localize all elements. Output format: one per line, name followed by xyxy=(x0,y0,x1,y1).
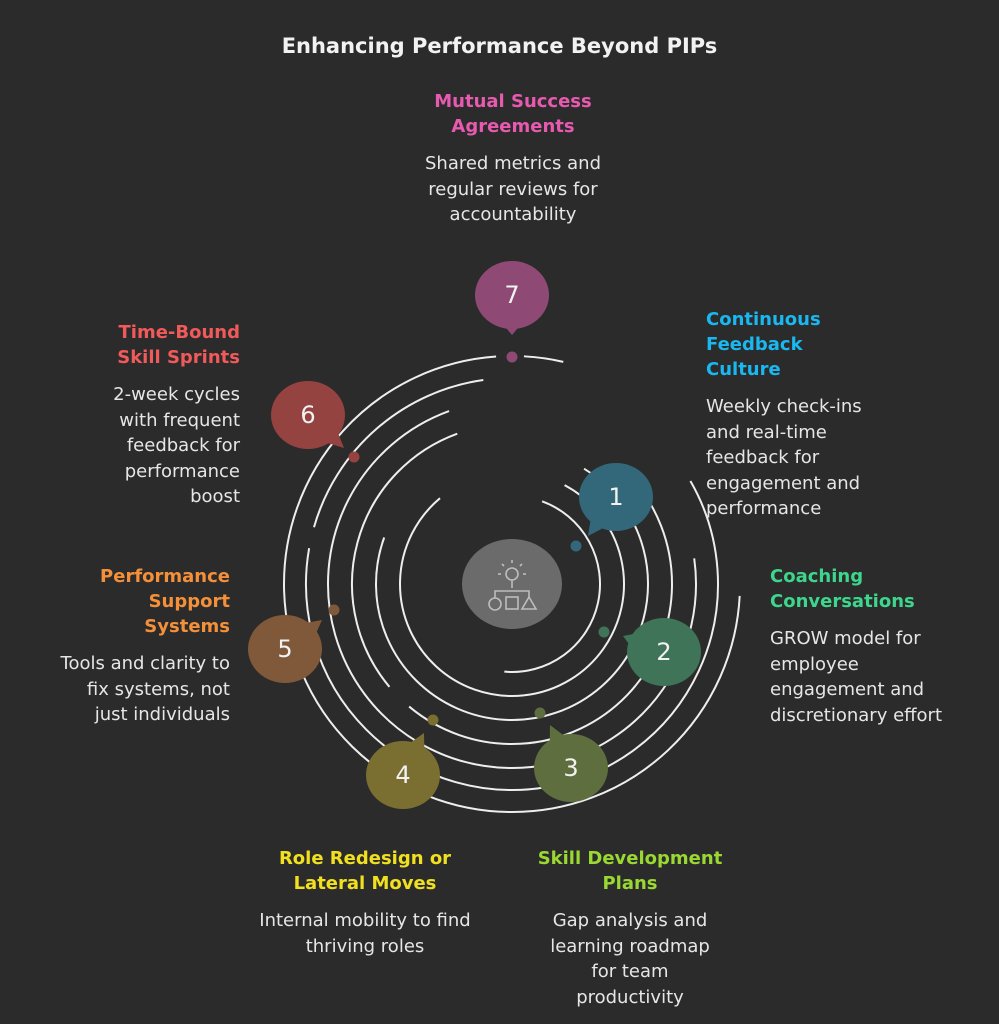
spiral-arc xyxy=(351,432,458,688)
bubble-4: 4 xyxy=(366,714,440,809)
bubble-circle xyxy=(271,381,345,449)
bubble-7: 7 xyxy=(475,261,549,363)
anchor-dot xyxy=(427,714,439,726)
item-title: Role Redesign or Lateral Moves xyxy=(278,848,452,894)
anchor-dot xyxy=(570,540,582,552)
spiral-arc xyxy=(283,355,741,813)
bubble-circle xyxy=(579,463,653,531)
item-description: 2-week cycles with frequent feedback for… xyxy=(113,384,240,507)
bubble-circle xyxy=(248,615,322,683)
spiral-arc xyxy=(504,500,601,673)
bubble-3: 3 xyxy=(534,707,608,802)
spiral-arc xyxy=(375,467,649,721)
spiral-arc xyxy=(313,379,484,528)
anchor-dot xyxy=(598,626,610,638)
bubble-circle xyxy=(534,734,608,802)
anchor-dot xyxy=(534,707,546,719)
item-title: Coaching Conversations xyxy=(770,566,915,612)
diagram-title: Enhancing Performance Beyond PIPs xyxy=(281,34,718,58)
item-4: Role Redesign or Lateral Moves Internal … xyxy=(250,846,480,959)
bubble-circle xyxy=(475,261,549,329)
bubble-number: 3 xyxy=(563,754,578,782)
item-description: Internal mobility to find thriving roles xyxy=(259,910,471,957)
item-title: Mutual Success Agreements xyxy=(434,91,592,137)
item-title: Performance Support Systems xyxy=(100,566,230,637)
item-3: Skill Development Plans Gap analysis and… xyxy=(515,846,745,1010)
anchor-dot xyxy=(328,604,340,616)
anchor-dot xyxy=(506,351,518,363)
item-title: Skill Development Plans xyxy=(537,848,723,894)
anchor-dot xyxy=(348,451,360,463)
bubble-number: 2 xyxy=(656,638,671,666)
bubble-number: 4 xyxy=(395,761,410,789)
item-title: Time-Bound Skill Sprints xyxy=(117,322,240,368)
bubble-2: 2 xyxy=(598,618,701,686)
spiral-arc xyxy=(408,476,673,745)
item-7: Mutual Success Agreements Shared metrics… xyxy=(398,89,628,228)
item-description: GROW model for employee engagement and d… xyxy=(770,628,943,726)
bubble-number: 6 xyxy=(300,401,315,429)
bubble-number: 7 xyxy=(504,281,519,309)
item-description: Tools and clarity to fix systems, not ju… xyxy=(60,653,230,725)
item-description: Weekly check-ins and real-time feedback … xyxy=(706,396,862,519)
item-5: Performance Support Systems Tools and cl… xyxy=(0,564,230,728)
bubble-6: 6 xyxy=(271,381,360,463)
bubble-number: 5 xyxy=(277,635,292,663)
item-6: Time-Bound Skill Sprints 2-week cycles w… xyxy=(0,320,240,510)
item-2: Coaching Conversations GROW model for em… xyxy=(770,564,970,728)
idea-shapes-icon xyxy=(488,560,538,611)
center-hub xyxy=(462,539,562,629)
item-title: Continuous Feedback Culture xyxy=(706,309,821,380)
item-description: Gap analysis and learning roadmap for te… xyxy=(550,910,710,1008)
bubble-5: 5 xyxy=(248,604,340,683)
bubble-circle xyxy=(627,618,701,686)
spiral-arc xyxy=(523,355,564,363)
item-1: Continuous Feedback Culture Weekly check… xyxy=(706,307,906,522)
bubble-circle xyxy=(366,741,440,809)
bubble-number: 1 xyxy=(608,483,623,511)
bubble-1: 1 xyxy=(570,463,653,552)
item-description: Shared metrics and regular reviews for a… xyxy=(424,153,602,225)
spiral-arc xyxy=(399,484,625,697)
